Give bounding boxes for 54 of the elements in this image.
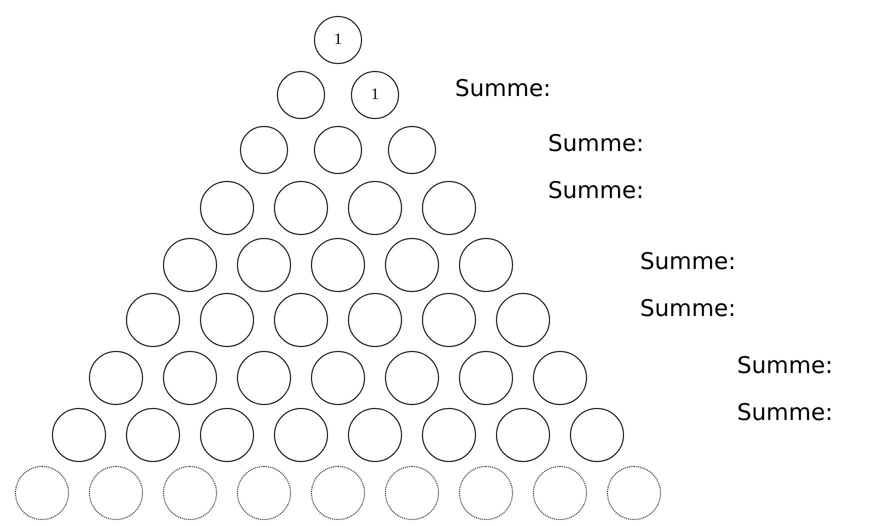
- dotted-circle: [311, 466, 365, 520]
- circle: [570, 408, 624, 462]
- circle: [459, 238, 513, 292]
- number: 1: [334, 31, 342, 49]
- circle: [459, 351, 513, 405]
- circle: [422, 293, 476, 347]
- circle: [533, 351, 587, 405]
- circle: [126, 293, 180, 347]
- dotted-circle: [459, 466, 513, 520]
- dotted-circle: [237, 466, 291, 520]
- circle: [388, 126, 436, 174]
- sum-label: Summe:: [548, 131, 644, 157]
- sum-label: Summe:: [640, 249, 736, 275]
- circle: [89, 351, 143, 405]
- circle: [314, 126, 362, 174]
- circle: [126, 408, 180, 462]
- circle: [200, 408, 254, 462]
- sum-label: Summe:: [640, 296, 736, 322]
- circle: [348, 293, 402, 347]
- circle: [314, 16, 362, 64]
- dotted-circle: [163, 466, 217, 520]
- circle: [274, 408, 328, 462]
- dotted-circle: [533, 466, 587, 520]
- circle: [311, 238, 365, 292]
- sum-label: Summe:: [548, 178, 644, 204]
- sum-label: Summe:: [455, 76, 551, 102]
- circle: [163, 238, 217, 292]
- number: 1: [371, 86, 379, 104]
- circle: [277, 71, 325, 119]
- dotted-circle: [385, 466, 439, 520]
- circle: [385, 351, 439, 405]
- dotted-circle: [15, 466, 69, 520]
- circle: [348, 181, 402, 235]
- circle: [240, 126, 288, 174]
- circle: [163, 351, 217, 405]
- circle: [200, 181, 254, 235]
- circle: [274, 181, 328, 235]
- circle: [274, 293, 328, 347]
- dotted-circle: [89, 466, 143, 520]
- dotted-circle: [607, 466, 661, 520]
- circle: [496, 408, 550, 462]
- sum-label: Summe:: [737, 353, 833, 379]
- circle: [422, 181, 476, 235]
- circle: [237, 238, 291, 292]
- circle: [385, 238, 439, 292]
- circle: [237, 351, 291, 405]
- circle: [496, 293, 550, 347]
- circle: [348, 408, 402, 462]
- circle: [311, 351, 365, 405]
- circle: [52, 408, 106, 462]
- circle: [200, 293, 254, 347]
- circle: [422, 408, 476, 462]
- circle: [351, 71, 399, 119]
- sum-label: Summe:: [737, 400, 833, 426]
